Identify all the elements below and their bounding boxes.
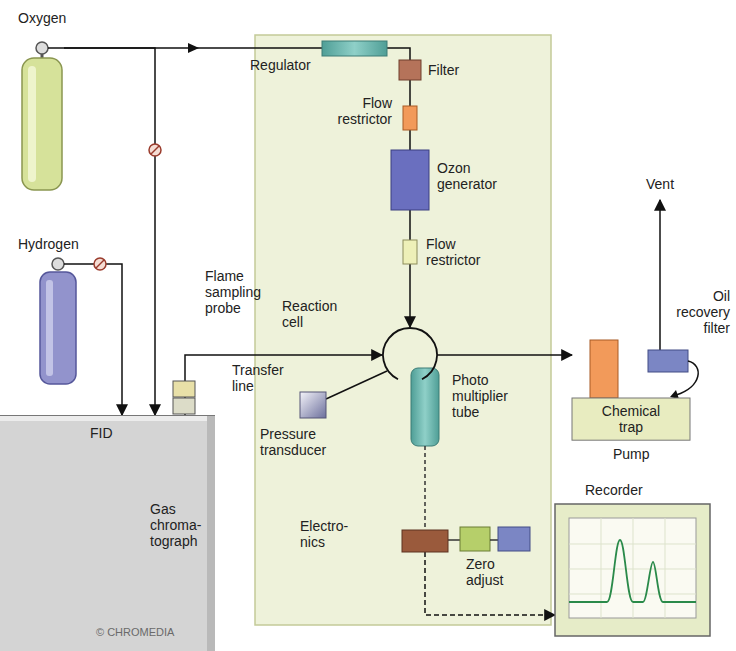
electronics-box (402, 530, 448, 552)
flow-arrow (188, 43, 199, 53)
recorder: Recorder (555, 482, 712, 638)
trap-box (572, 398, 690, 440)
valve-nozzle (64, 263, 78, 265)
node-label: Reaction cell (282, 298, 354, 330)
oxygen-cylinder: Oxygen (14, 10, 74, 192)
node-label: Recorder (585, 482, 685, 498)
gas-line (64, 48, 410, 327)
part-label: Oil recovery filter (664, 288, 730, 336)
part-label: Flow restrictor (426, 236, 502, 268)
flame-sampling-probe (173, 398, 195, 414)
part-label: Transfer line (232, 362, 294, 394)
flame-sampling-probe (173, 381, 195, 397)
flow-restrictor (403, 240, 417, 264)
gas-line (64, 48, 155, 415)
gas-chromatograph: FID Gas chroma- tograph (0, 415, 215, 651)
part-label: Regulator (250, 57, 320, 73)
signal-line (424, 446, 426, 530)
part-label: Filter (428, 62, 488, 78)
ozone-generator (391, 150, 429, 210)
chromatograph-top-edge (0, 415, 215, 421)
oil-return-arrow (676, 361, 698, 395)
oil-recovery-filter (648, 350, 688, 372)
zero-adjust-box (460, 527, 490, 551)
gas-line (185, 355, 382, 415)
node-label: Chemical trap (594, 403, 668, 435)
hydrogen-cylinder: Hydrogen (18, 236, 88, 386)
chromatograph-body (0, 415, 215, 651)
node-sublabel: Gas chroma- tograph (150, 501, 212, 549)
shutoff-valve (94, 258, 106, 270)
oxygen-cylinder-shape (20, 40, 64, 190)
cylinder-body (22, 58, 62, 190)
valve-body (149, 144, 161, 156)
part-label: Vent (646, 176, 696, 192)
node-label: Hydrogen (18, 236, 88, 252)
part-label: Photo multiplier tube (452, 372, 532, 420)
reaction-cell: Reaction cell (282, 298, 442, 390)
part-label: Ozon generator (437, 160, 519, 192)
part-label: Pump (613, 446, 663, 462)
recorder-case (555, 504, 710, 636)
instrument-panel (255, 35, 551, 625)
gas-line (438, 354, 572, 356)
chemical-trap: Chemical trap (572, 335, 697, 443)
cylinder-highlight (46, 280, 53, 376)
recorder-shape (555, 504, 710, 636)
shutoff-valve (149, 144, 161, 156)
screen-grid (569, 518, 696, 618)
reaction-cell-outline (383, 328, 437, 379)
cylinder-highlight (28, 66, 36, 182)
signal-connector (425, 552, 555, 615)
copyright-watermark: © CHROMEDIA (96, 626, 206, 639)
flow-restrictor (403, 106, 417, 130)
electronics-unit: Electro- nics (300, 518, 450, 558)
chromatograph-outline (0, 415, 215, 416)
recorder-screen (569, 518, 696, 618)
valve-slash (151, 146, 159, 154)
pressure-transducer (300, 392, 326, 418)
signal-line (490, 539, 498, 541)
chromatogram-trace (569, 540, 696, 602)
hydrogen-cylinder-shape (38, 256, 78, 386)
reaction-cell-shape (382, 327, 438, 383)
photomultiplier-tube (411, 368, 439, 446)
valve-slash (96, 260, 104, 268)
cylinder-valve (52, 258, 64, 270)
valve-body (94, 258, 106, 270)
cylinder-body (40, 272, 76, 384)
node-label: Oxygen (18, 10, 74, 26)
node-label: FID (90, 425, 130, 441)
filter (399, 60, 421, 80)
part-label: Flame sampling probe (205, 268, 279, 316)
transducer-line (326, 371, 387, 399)
vent-arrow (659, 200, 661, 350)
amplifier-box (498, 527, 530, 551)
part-label: Pressure transducer (260, 426, 350, 458)
regulator (322, 41, 387, 56)
valve-nozzle (48, 47, 64, 49)
gas-line (78, 264, 122, 415)
part-label: Flow restrictor (320, 95, 392, 127)
part-label: Zero adjust (466, 556, 528, 588)
cylinder-valve (36, 42, 48, 54)
electronics-unit-shape (402, 530, 448, 552)
chromatograph-side-edge (207, 415, 215, 651)
signal-line (448, 539, 460, 541)
pump-filter (590, 340, 618, 398)
node-label: Electro- nics (300, 518, 360, 550)
